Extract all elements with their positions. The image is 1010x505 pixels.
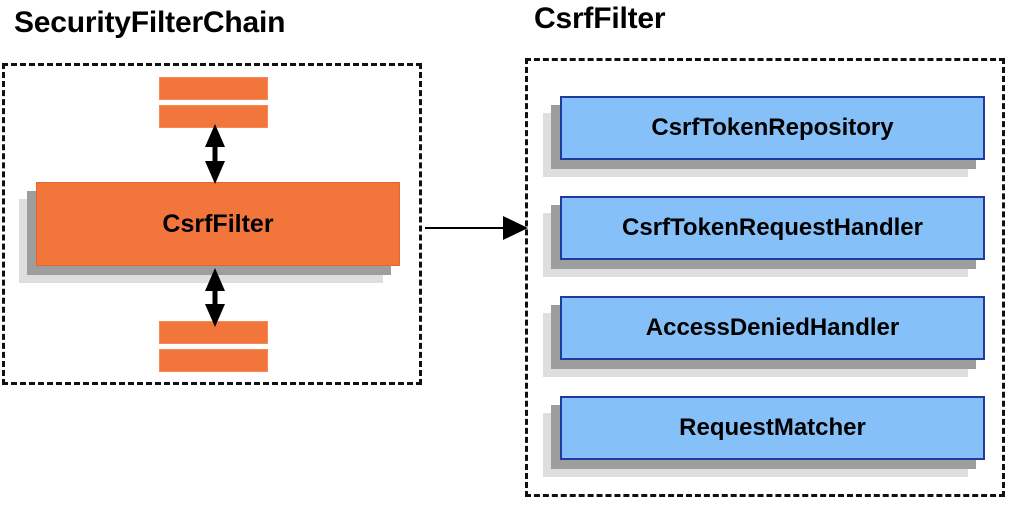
box-label: AccessDeniedHandler <box>645 314 900 341</box>
box-csrf-token-repository[interactable]: CsrfTokenRepository <box>543 96 985 177</box>
panel-title-csrf-filter: CsrfFilter <box>534 2 666 35</box>
box-face: RequestMatcher <box>560 396 985 460</box>
box-label: CsrfFilter <box>162 209 274 238</box>
box-label: RequestMatcher <box>679 414 866 441</box>
box-face: CsrfTokenRepository <box>560 96 985 160</box>
box-label: CsrfTokenRequestHandler <box>622 214 923 241</box>
chain-bar-top-1 <box>159 77 268 100</box>
panel-security-filter-chain <box>2 63 422 385</box>
panel-title-security-filter-chain: SecurityFilterChain <box>14 6 286 39</box>
box-face: CsrfTokenRequestHandler <box>560 196 985 260</box>
chain-bar-bottom-2 <box>159 349 268 372</box>
box-csrf-token-request-handler[interactable]: CsrfTokenRequestHandler <box>543 196 985 277</box>
box-csrf-filter[interactable]: CsrfFilter <box>19 182 400 283</box>
box-request-matcher[interactable]: RequestMatcher <box>543 396 985 477</box>
box-access-denied-handler[interactable]: AccessDeniedHandler <box>543 296 985 377</box>
connector-panel-link <box>425 216 528 240</box>
chain-bar-bottom-1 <box>159 321 268 344</box>
panel-csrf-filter <box>525 58 1005 497</box>
box-label: CsrfTokenRepository <box>651 114 894 141</box>
box-face: CsrfFilter <box>36 182 400 266</box>
box-face: AccessDeniedHandler <box>560 296 985 360</box>
chain-bar-top-2 <box>159 105 268 128</box>
